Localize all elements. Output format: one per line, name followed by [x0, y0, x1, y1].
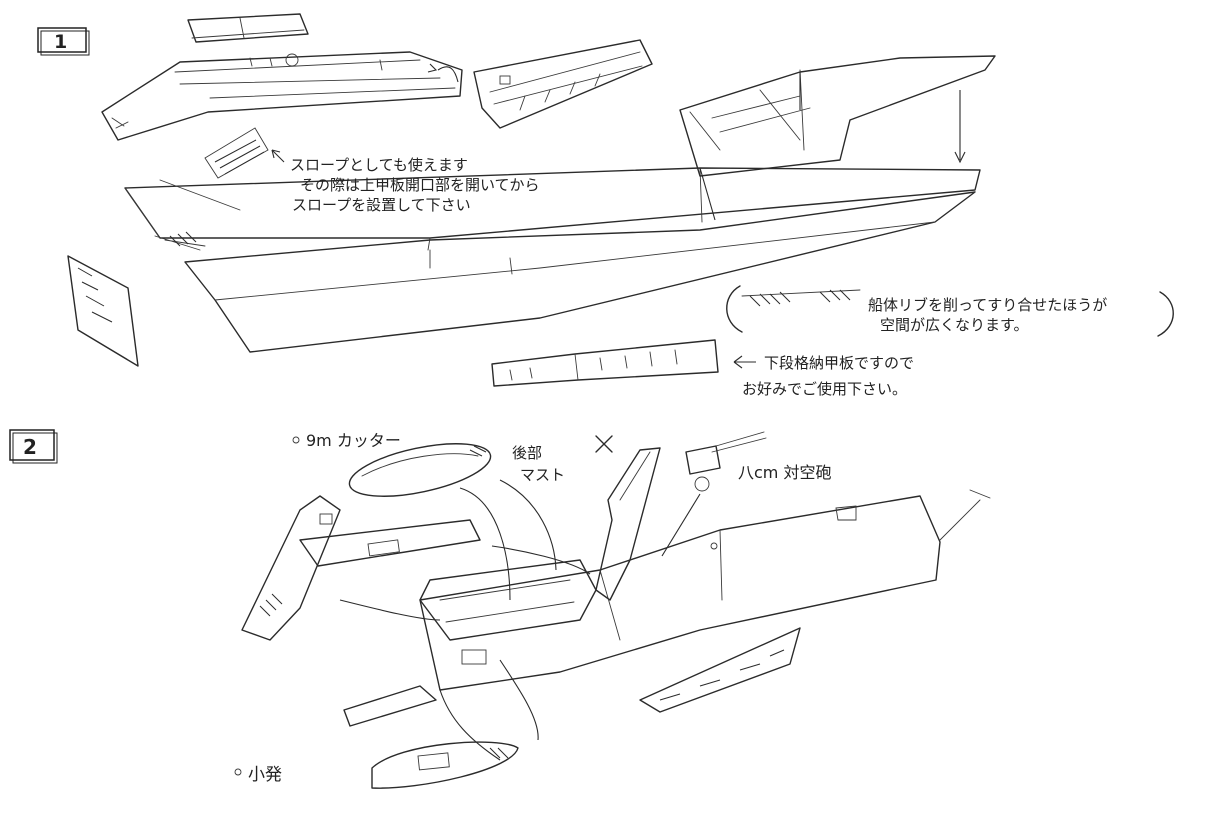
cutter-boat-part: 9m カッター	[292, 431, 492, 497]
aa-gun-part: 八cm 対空砲	[661, 431, 831, 557]
rib-note: 船体リブを削ってすり合せたほうが 空間が広くなります。	[726, 285, 1174, 337]
slope-note: スロープとしても使えます その際は上甲板開口部を開いてから スロープを設置して下…	[271, 149, 540, 214]
aft-mast-part	[595, 435, 661, 601]
flight-deck-slab-part	[473, 39, 653, 129]
step-2-badge: 2	[9, 429, 58, 464]
slope-ramp-part	[204, 127, 269, 179]
step-1-number: 1	[54, 31, 67, 53]
upper-deck-left-part	[101, 51, 463, 141]
lower-hangar-deck-part: 下段格納甲板ですので お好みでご使用下さい。	[491, 339, 914, 398]
aft-mast-label: 後部 マスト	[499, 444, 565, 571]
hatch-cover-part	[187, 13, 309, 43]
landing-craft-part: 小発	[234, 741, 519, 789]
hull-upper-part	[124, 55, 996, 251]
main-hull-part	[343, 489, 991, 727]
step-2-number: 2	[23, 435, 37, 459]
slope-note-line2: その際は上甲板開口部を開いてから	[300, 176, 540, 194]
lower-deck-note-line2: お好みでご使用下さい。	[742, 380, 907, 398]
lower-deck-note-line1: 下段格納甲板ですので	[764, 354, 914, 372]
stern-deck-part	[241, 495, 481, 641]
mast-label-line1: 後部	[512, 444, 542, 462]
hull-lower-part	[184, 191, 976, 353]
rib-note-line2: 空間が広くなります。	[880, 316, 1029, 334]
side-panel-part	[67, 255, 139, 367]
slope-note-line1: スロープとしても使えます	[290, 156, 468, 174]
step-1-badge: 1	[37, 27, 90, 56]
rib-note-line1: 船体リブを削ってすり合せたほうが	[868, 296, 1107, 314]
small-boat-label: 小発	[248, 765, 282, 785]
mast-label-line2: マスト	[520, 466, 565, 484]
aa-gun-label: 八cm 対空砲	[738, 463, 831, 482]
slope-note-line3: スロープを設置して下さい	[292, 196, 471, 214]
cutter-label: 9m カッター	[306, 431, 401, 450]
